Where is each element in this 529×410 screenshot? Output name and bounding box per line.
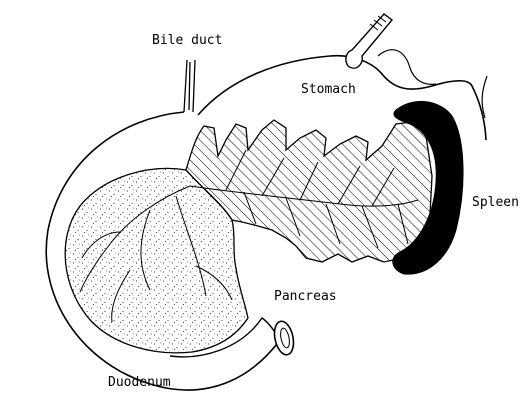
- bile-duct-tube: [184, 60, 195, 112]
- duodenum-label: Duodenum: [108, 376, 171, 389]
- spleen-label: Spleen: [472, 196, 519, 209]
- stomach-label: Stomach: [301, 83, 356, 96]
- duodenum-opening: [272, 320, 297, 357]
- pancreas-label: Pancreas: [274, 290, 337, 303]
- stomach-right-edge: [482, 76, 487, 118]
- probe-instrument: [346, 14, 392, 68]
- bile-duct-label: Bile duct: [152, 34, 222, 47]
